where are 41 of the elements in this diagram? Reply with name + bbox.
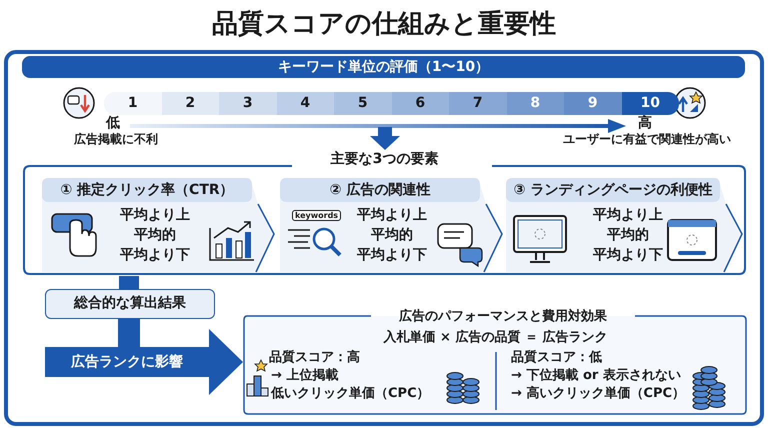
title-band: キーワード単位の評価（1〜10） xyxy=(22,56,745,78)
arrow xyxy=(370,127,400,150)
panel-heading: ② 広告の関連性 xyxy=(328,181,432,199)
formula-text: 入札単価 × 広告の品質 ＝ 広告ランク xyxy=(382,328,608,346)
outcome-heading: 品質スコア：高 xyxy=(269,348,360,366)
outcome-heading: 品質スコア：低 xyxy=(511,348,602,366)
rating-text: 平均より上 xyxy=(119,206,191,224)
rating-text: 平均的 xyxy=(133,226,177,244)
outcome-text: → 下位掲載 or 表示されない xyxy=(511,367,681,384)
score-cell: 2 xyxy=(162,92,219,115)
score-cell: 8 xyxy=(506,92,564,115)
result-box: 総合的な算出結果 xyxy=(45,289,215,319)
scale-end-label: 低 xyxy=(106,114,120,132)
rating-text: 平均的 xyxy=(606,226,650,244)
rating-text: 平均より下 xyxy=(119,246,191,264)
scale-note: ユーザーに有益で関連性が高い xyxy=(563,131,731,148)
score-cell: 6 xyxy=(392,92,449,115)
rating-text: 平均より上 xyxy=(592,206,664,224)
outcome-text: 低いクリック単価（CPC） xyxy=(271,385,430,402)
score-cell: 9 xyxy=(564,92,622,115)
scale-end-label: 高 xyxy=(638,114,652,132)
score-cell: 4 xyxy=(276,92,334,115)
rating-text: 平均より下 xyxy=(356,246,428,264)
connector-bar xyxy=(119,276,139,289)
rating-text: 平均より下 xyxy=(592,246,664,264)
section-heading: 主要な3つの要素 xyxy=(330,150,440,168)
panel-heading: ① 推定クリック率（CTR） xyxy=(59,181,235,199)
rating-text: 平均的 xyxy=(370,226,414,244)
panel-heading: ③ ランディングページの利便性 xyxy=(512,181,714,199)
keyword-tag: keywords xyxy=(292,210,342,221)
outcome-text: → 高いクリック単価（CPC） xyxy=(511,384,686,402)
outcome-text: → 上位掲載 xyxy=(271,367,338,384)
score-cell: 5 xyxy=(334,92,392,115)
scale-note: 広告掲載に不利 xyxy=(74,131,158,148)
score-cell: 10 xyxy=(622,92,679,115)
block-arrow xyxy=(45,319,243,395)
score-cell: 3 xyxy=(219,92,276,115)
rating-text: 平均より上 xyxy=(356,206,428,224)
score-cell: 7 xyxy=(449,92,506,115)
box-heading: 広告のパフォーマンスと費用対効果 xyxy=(398,308,608,325)
title: 品質スコアの仕組みと重要性 xyxy=(211,8,557,41)
